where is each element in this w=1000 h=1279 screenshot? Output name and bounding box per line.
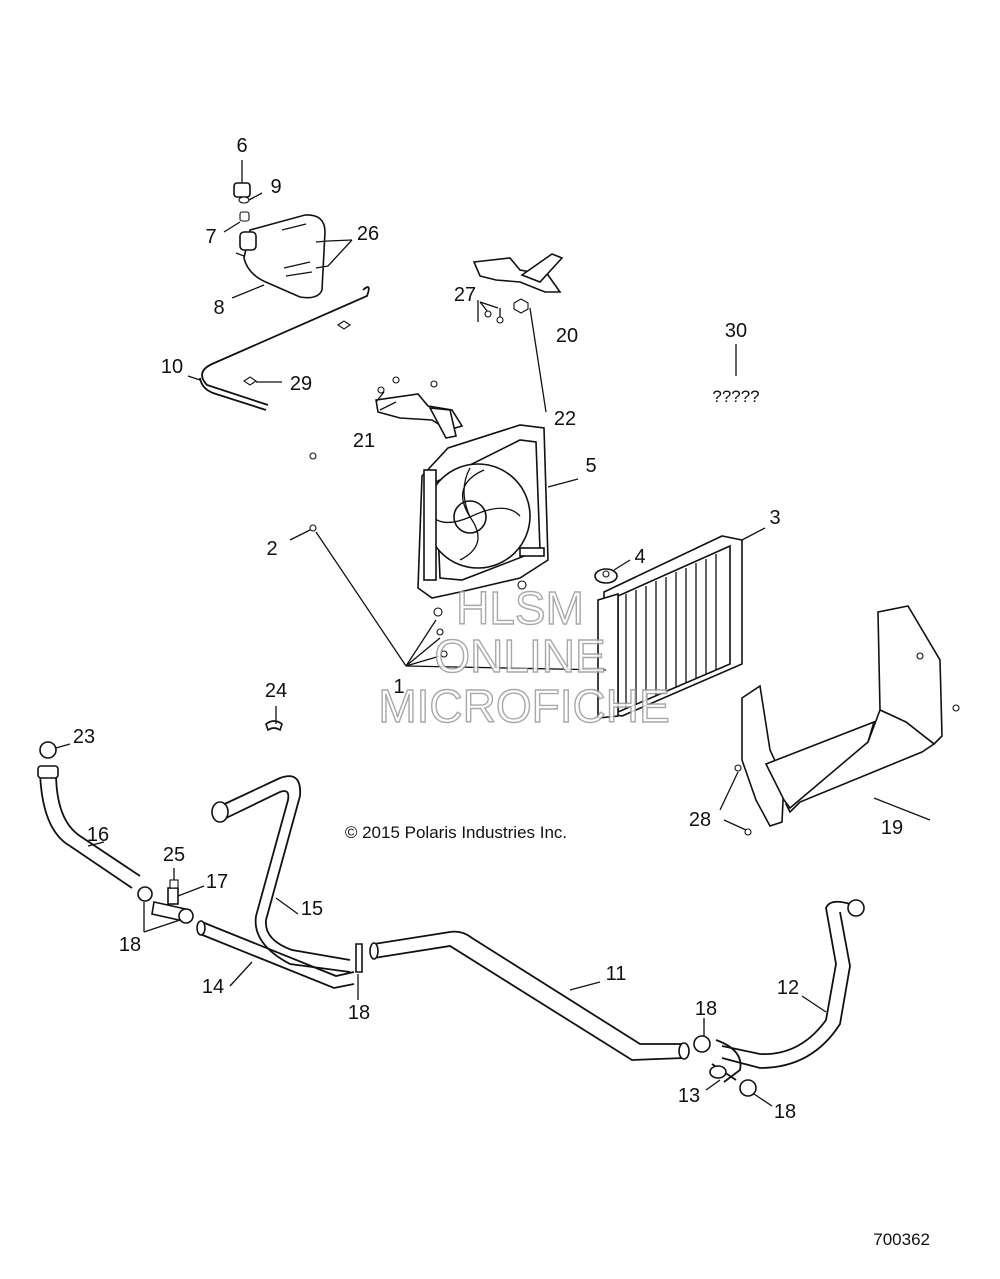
callout-3: 3 (769, 507, 780, 529)
screws-26 (315, 239, 353, 269)
callout-6: 6 (236, 135, 247, 157)
watermark-line-2: ONLINE (434, 630, 605, 682)
tee-17 (151, 885, 205, 923)
callout-18-middle: 18 (348, 1002, 370, 1024)
screws-27 (477, 300, 504, 324)
hose-14 (196, 920, 355, 989)
callout-22: 22 (554, 408, 576, 430)
hose-16 (37, 765, 141, 889)
callout-19: 19 (881, 817, 903, 839)
callout-16: 16 (87, 824, 109, 846)
hose-11 (369, 930, 690, 1061)
callout-11: 11 (606, 963, 627, 985)
screws-28 (719, 764, 752, 836)
bracket-21 (309, 376, 464, 460)
callout-21: 21 (353, 430, 375, 452)
leader-lines-1-2 (289, 524, 607, 671)
callout-8: 8 (213, 297, 224, 319)
callout-28: 28 (689, 809, 711, 831)
callout-12: 12 (777, 977, 799, 999)
callout-24: 24 (265, 680, 287, 702)
coolant-bottle-8 (231, 214, 326, 299)
unknown-part-label: ????? (712, 387, 759, 406)
fitting-7 (223, 211, 250, 233)
watermark-line-3: MICROFICHE (378, 680, 669, 732)
bracket-20 (472, 253, 564, 293)
clamp-24 (265, 706, 283, 732)
clamps-18-left (137, 886, 194, 933)
callout-15: 15 (301, 898, 323, 920)
fan-shroud-5 (417, 424, 579, 658)
clamp-18-middle (355, 943, 363, 1000)
callout-18-right-bottom: 18 (774, 1101, 796, 1123)
callout-7: 7 (205, 226, 216, 248)
watermark-line-1: HLSM (456, 582, 584, 634)
callout-27: 27 (454, 284, 476, 306)
radiator-3 (597, 527, 766, 719)
watermark: HLSM ONLINE MICROFICHE (378, 581, 671, 732)
callout-29: 29 (290, 373, 312, 395)
clamps-18-right (693, 1018, 773, 1107)
guard-19 (741, 605, 960, 827)
callout-20: 20 (556, 325, 578, 347)
callout-1: 1 (393, 676, 404, 698)
callout-13: 13 (678, 1085, 700, 1107)
callout-26: 26 (357, 223, 379, 245)
callout-10: 10 (161, 356, 183, 378)
nut-22 (513, 298, 547, 413)
clip-29 (243, 320, 351, 386)
hose-13 (705, 1039, 742, 1091)
clamp-23 (39, 741, 71, 759)
cap-6 (233, 160, 251, 198)
seal-9 (238, 192, 263, 204)
callout-25: 25 (163, 844, 185, 866)
hose-12 (721, 899, 865, 1069)
callout-18-right-top: 18 (695, 998, 717, 1020)
callout-17: 17 (206, 871, 228, 893)
callout-18-left: 18 (119, 934, 141, 956)
document-id: 700362 (873, 1230, 930, 1249)
callout-14: 14 (202, 976, 224, 998)
fitting-25 (169, 868, 179, 889)
callout-2: 2 (266, 538, 277, 560)
callout-9: 9 (270, 176, 281, 198)
callout-labels: 6 9 7 8 26 10 29 27 20 22 21 30 5 3 4 2 … (73, 135, 903, 1123)
hose-15 (211, 775, 351, 973)
callout-5: 5 (585, 455, 596, 477)
callout-4: 4 (634, 546, 645, 568)
mount-4 (594, 559, 631, 584)
overflow-hose-10 (187, 286, 370, 411)
callout-30: 30 (725, 320, 747, 342)
copyright-text: © 2015 Polaris Industries Inc. (345, 823, 567, 842)
callout-23: 23 (73, 726, 95, 748)
